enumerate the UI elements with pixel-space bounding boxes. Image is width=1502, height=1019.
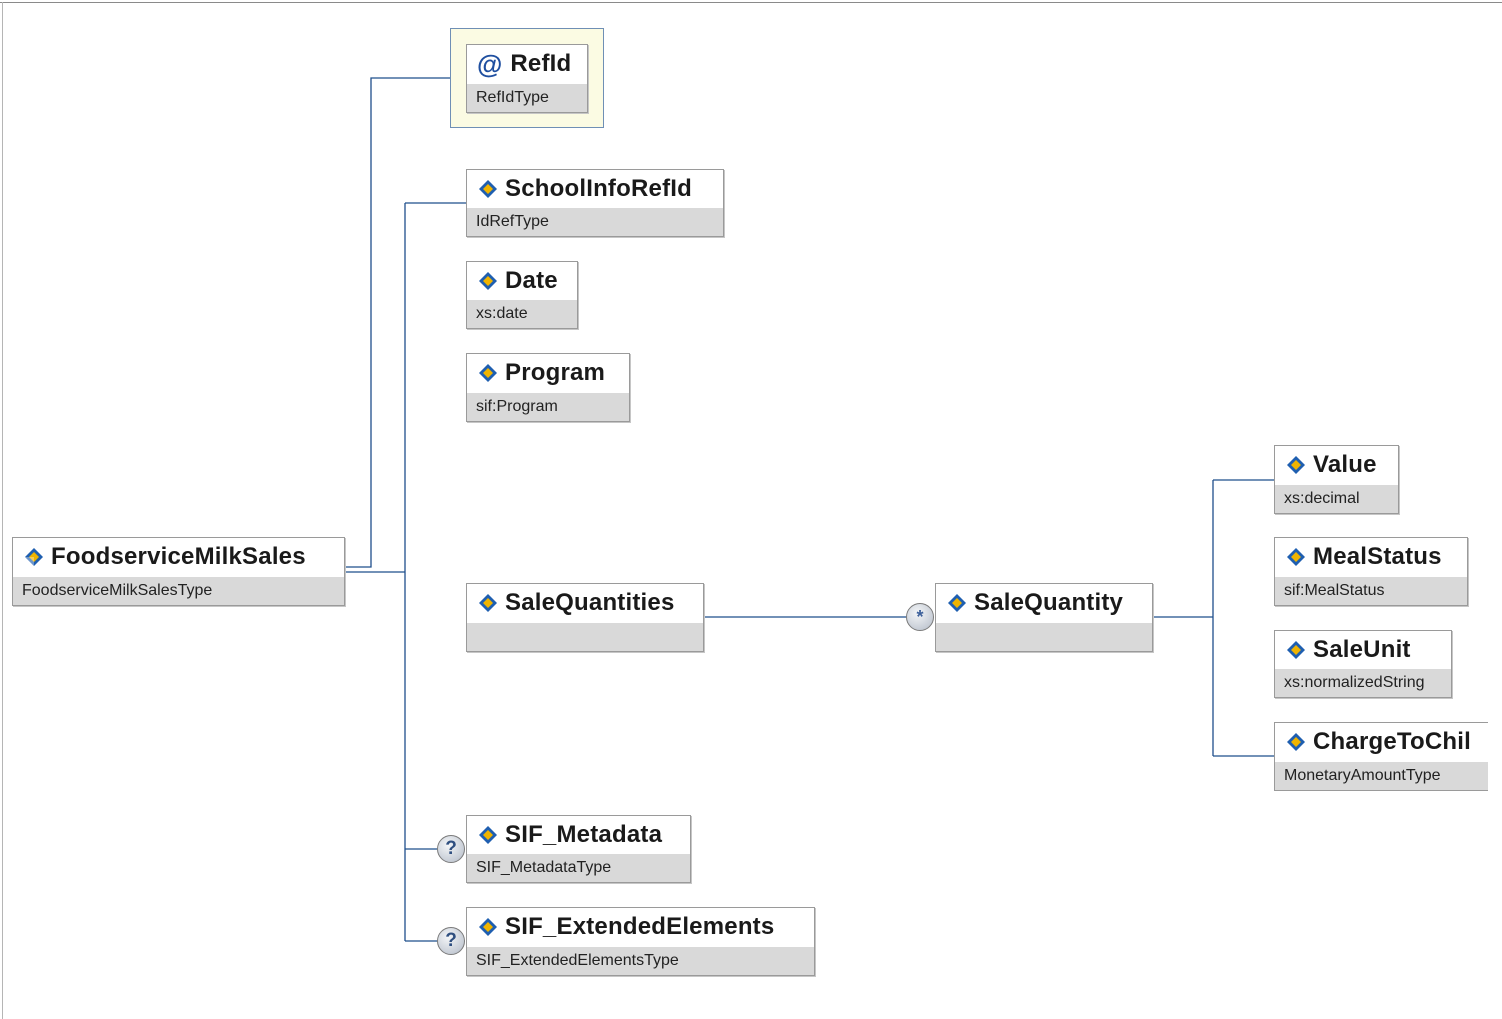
node-name: SIF_ExtendedElements [505, 913, 775, 940]
node-type: IdRefType [467, 208, 723, 236]
attribute-icon: @ [477, 49, 503, 79]
node-type: MonetaryAmountType [1275, 762, 1488, 790]
node-name: Program [505, 359, 606, 386]
node-name: SaleQuantity [974, 589, 1124, 616]
element-icon [479, 594, 497, 612]
node-header: Date [467, 262, 577, 300]
node-type: xs:date [467, 300, 577, 328]
node-type: FoodserviceMilkSalesType [13, 577, 344, 605]
node-saleunit[interactable]: SaleUnit xs:normalizedString [1274, 630, 1452, 698]
element-icon [479, 826, 497, 844]
connector-root-to-attributes [345, 77, 450, 568]
node-name: RefId [510, 50, 572, 77]
optional-badge-label: ? [445, 838, 457, 859]
node-header: @ RefId [467, 45, 587, 83]
node-header: ChargeToChil [1275, 723, 1488, 761]
node-type [936, 623, 1152, 651]
node-header: SaleQuantities [467, 584, 703, 622]
node-header: SaleUnit [1275, 631, 1451, 669]
node-header: SchoolInfoRefId [467, 170, 723, 208]
node-date[interactable]: Date xs:date [466, 261, 578, 329]
optional-badge-sif-metadata: ? [437, 835, 465, 863]
element-icon [1287, 641, 1305, 659]
node-sif-extendedelements[interactable]: SIF_ExtendedElements SIF_ExtendedElement… [466, 907, 815, 976]
node-name: MealStatus [1313, 543, 1442, 570]
node-salequantities[interactable]: SaleQuantities [466, 583, 704, 652]
node-name: SaleQuantities [505, 589, 675, 616]
frame-border-top [0, 2, 1502, 3]
element-icon [1287, 456, 1305, 474]
element-icon [25, 548, 43, 566]
optional-badge-sif-extendedelements: ? [437, 927, 465, 955]
element-icon [479, 364, 497, 382]
node-name: SaleUnit [1313, 636, 1411, 663]
node-header: SIF_ExtendedElements [467, 908, 814, 946]
node-value[interactable]: Value xs:decimal [1274, 445, 1399, 514]
node-program[interactable]: Program sif:Program [466, 353, 630, 422]
node-type: xs:normalizedString [1275, 669, 1451, 697]
node-type: sif:Program [467, 393, 629, 421]
element-icon [1287, 733, 1305, 751]
node-type [467, 623, 703, 651]
node-refid-attribute[interactable]: @ RefId RefIdType [466, 44, 588, 113]
repeat-badge-salequantity: * [906, 603, 934, 631]
element-icon [948, 594, 966, 612]
node-type: SIF_MetadataType [467, 854, 690, 882]
node-header: Program [467, 354, 629, 392]
repeat-badge-label: * [916, 606, 924, 627]
node-mealstatus[interactable]: MealStatus sif:MealStatus [1274, 537, 1468, 606]
node-schoolinforefid[interactable]: SchoolInfoRefId IdRefType [466, 169, 724, 237]
node-header: SIF_Metadata [467, 816, 690, 854]
optional-badge-label: ? [445, 930, 457, 951]
node-name: ChargeToChil [1313, 728, 1471, 755]
element-icon [479, 272, 497, 290]
node-name: FoodserviceMilkSales [51, 543, 306, 570]
node-foodservicemilksales[interactable]: FoodserviceMilkSales FoodserviceMilkSale… [12, 537, 345, 606]
frame-border-left [2, 2, 3, 1019]
node-name: SchoolInfoRefId [505, 175, 692, 202]
node-type: sif:MealStatus [1275, 577, 1467, 605]
node-type: SIF_ExtendedElementsType [467, 947, 814, 975]
node-type: RefIdType [467, 84, 587, 112]
node-header: SaleQuantity [936, 584, 1152, 622]
node-salequantity[interactable]: SaleQuantity [935, 583, 1153, 652]
node-name: Date [505, 267, 558, 294]
element-icon [1287, 548, 1305, 566]
node-type: xs:decimal [1275, 485, 1398, 513]
node-name: Value [1313, 451, 1377, 478]
node-sif-metadata[interactable]: SIF_Metadata SIF_MetadataType [466, 815, 691, 883]
node-header: MealStatus [1275, 538, 1467, 576]
element-icon [479, 918, 497, 936]
node-name: SIF_Metadata [505, 821, 663, 848]
node-chargetochild[interactable]: ChargeToChil MonetaryAmountType [1274, 722, 1488, 791]
node-header: Value [1275, 446, 1398, 484]
node-header: FoodserviceMilkSales [13, 538, 344, 576]
element-icon [479, 180, 497, 198]
